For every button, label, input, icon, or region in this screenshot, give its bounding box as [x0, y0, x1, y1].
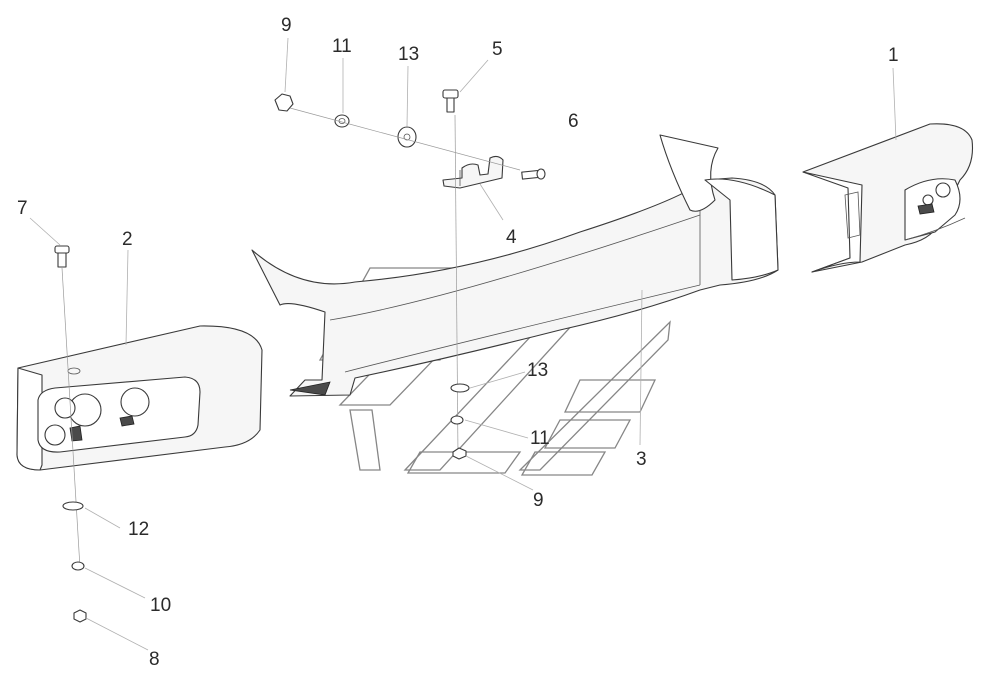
callout-10: 10 [150, 595, 171, 616]
callout-9-bottom: 9 [533, 490, 544, 511]
callout-11-bottom: 11 [530, 428, 550, 449]
callout-11-top: 11 [332, 36, 352, 57]
bolt-5-shank [446, 97, 455, 113]
part-6-bolt [521, 168, 546, 180]
callout-5: 5 [492, 39, 503, 60]
part-3-bumper-beam [251, 134, 779, 397]
callout-4: 4 [506, 227, 517, 248]
hardware-left-lower [62, 501, 87, 623]
callout-13-bottom: 13 [527, 360, 548, 381]
callout-7: 7 [17, 198, 28, 219]
callout-8: 8 [149, 649, 160, 670]
callout-13-top: 13 [398, 44, 419, 65]
callout-3: 3 [636, 449, 647, 470]
washer-13-top [397, 126, 417, 148]
callout-1: 1 [888, 45, 899, 66]
hardware-top [274, 89, 521, 171]
part-2-left-corner-block [16, 325, 263, 471]
nut-9-top [274, 93, 294, 112]
part-4-bracket [442, 155, 504, 189]
leader-lines [29, 37, 897, 651]
callout-9-top: 9 [281, 15, 292, 36]
callout-2: 2 [122, 229, 133, 250]
callout-labels: 1 2 3 4 5 6 7 8 9 9 10 11 11 12 13 13 [17, 15, 899, 670]
part-1-right-corner-fender [802, 123, 974, 273]
callout-12: 12 [128, 519, 149, 540]
callout-6: 6 [568, 111, 579, 132]
washer-11-top [334, 114, 350, 128]
bolt-7 [54, 245, 81, 569]
bolt-5-head [442, 89, 459, 99]
